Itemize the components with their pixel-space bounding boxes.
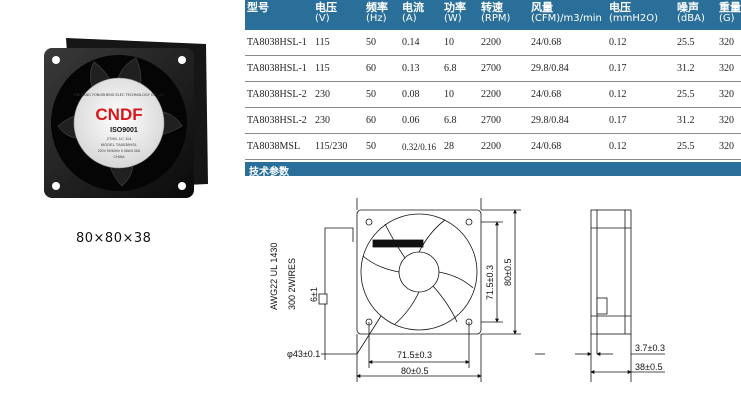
- label-line-3: 220V 50/60Hz 0.08A/0.06A: [98, 149, 141, 153]
- cell-power: 10: [442, 81, 479, 108]
- header-weight: 重量(G): [717, 0, 741, 30]
- depth-label: 38±0.5: [635, 362, 662, 372]
- table-row: TA8038HSL-2 230 60 0.06 6.8 2700 29.8/0.…: [245, 107, 741, 134]
- cell-current: 0.14: [400, 30, 442, 56]
- cell-airflow: 24/0.68: [529, 81, 607, 108]
- cell-speed: 2200: [479, 30, 529, 56]
- dimensions-caption: 80×80×38: [76, 231, 152, 246]
- cell-voltage: 115: [313, 30, 364, 56]
- cell-weight: 320: [717, 133, 741, 160]
- width-label: 80±0.5: [401, 366, 428, 376]
- cell-model: TA8038HSL-1: [245, 55, 313, 82]
- header-noise: 噪声(dBA): [675, 0, 717, 30]
- header-power: 功率(W): [442, 0, 479, 30]
- cell-pressure: 0.17: [607, 55, 675, 82]
- cell-voltage: 115: [313, 55, 364, 82]
- header-model: 型号: [245, 0, 313, 30]
- wire-length-label: 300 2WIRES: [287, 258, 297, 310]
- wire-label: AWG22 UL 1430: [269, 243, 279, 310]
- hole-diameter-label: φ43±0.1: [287, 349, 320, 359]
- cell-model: TA8038MSL: [245, 133, 313, 160]
- cell-model: TA8038HSL-2: [245, 107, 313, 134]
- hub-label: [73, 77, 165, 169]
- table-header-row: 型号 电压(V) 频率(Hz) 电流(A) 功率(W) 转速(RPM) 风量(C…: [245, 0, 741, 30]
- cell-model: TA8038HSL-1: [245, 30, 313, 56]
- cell-pressure: 0.17: [607, 107, 675, 134]
- header-airflow: 风量(CFM)/m3/min: [529, 0, 607, 30]
- header-voltage: 电压(V): [313, 0, 364, 30]
- cell-voltage: 230: [313, 107, 364, 134]
- cell-weight: 320: [717, 55, 741, 82]
- cell-power: 6.8: [442, 55, 479, 82]
- header-speed: 转速(RPM): [479, 0, 529, 30]
- hole-spacing-vertical-label: 71.5±0.3: [485, 265, 495, 300]
- cell-current: 0.06: [400, 107, 442, 134]
- brand-logo: CNDF: [95, 105, 142, 124]
- cell-current: 0.32/0.16: [400, 133, 442, 160]
- section-title: 技术参数: [249, 167, 289, 178]
- table-row: TA8038HSL-1 115 50 0.14 10 2200 24/0.68 …: [245, 30, 741, 56]
- fan-photo: CNDF ISO9001 ZHEJIANG YONGSHENG ELEC TEC…: [44, 38, 208, 198]
- table-row: TA8038HSL-2 230 50 0.08 10 2200 24/0.68 …: [245, 81, 741, 108]
- header-frequency: 频率(Hz): [364, 0, 400, 30]
- label-arc: ZHEJIANG YONGSHENG ELEC TECHNOLOGY CO.,L…: [74, 93, 165, 97]
- hole-spacing-horizontal-label: 71.5±0.3: [397, 350, 432, 360]
- cell-frequency: 50: [364, 81, 400, 108]
- cell-pressure: 0.12: [607, 133, 675, 160]
- table-row: TA8038HSL-1 115 60 0.13 6.8 2700 29.8/0.…: [245, 55, 741, 82]
- cell-weight: 320: [717, 107, 741, 134]
- cell-speed: 2700: [479, 107, 529, 134]
- cell-speed: 2700: [479, 55, 529, 82]
- cell-noise: 25.5: [675, 81, 717, 108]
- label-line-2: MODEL TA8038HSL: [101, 142, 138, 147]
- cell-frequency: 50: [364, 30, 400, 56]
- header-pressure: 电压(mmH2O): [607, 0, 675, 30]
- cell-airflow: 24/0.68: [529, 30, 607, 56]
- front-view-frame: [356, 209, 482, 335]
- technical-drawing: AWG22 UL 1430 300 2WIRES 6±1 φ43±0.1 71.…: [269, 198, 665, 382]
- cell-frequency: 60: [364, 107, 400, 134]
- cell-power: 28: [442, 133, 479, 160]
- cell-power: 10: [442, 30, 479, 56]
- fan-opening-circle: [360, 213, 478, 331]
- cell-weight: 320: [717, 30, 741, 56]
- label-line-1: ZTHIL 1C 114: [107, 136, 132, 141]
- cell-pressure: 0.12: [607, 30, 675, 56]
- table-row: TA8038MSL 115/230 50 0.32/0.16 28 2200 2…: [245, 133, 741, 160]
- cell-pressure: 0.12: [607, 81, 675, 108]
- cell-voltage: 115/230: [313, 133, 364, 160]
- cell-noise: 31.2: [675, 55, 717, 82]
- wire-tolerance-label: 6±1: [309, 287, 319, 302]
- cell-frequency: 60: [364, 55, 400, 82]
- cell-airflow: 24/0.68: [529, 133, 607, 160]
- cell-speed: 2200: [479, 133, 529, 160]
- header-current: 电流(A): [400, 0, 442, 30]
- cell-noise: 25.5: [675, 30, 717, 56]
- cell-power: 6.8: [442, 107, 479, 134]
- cell-current: 0.08: [400, 81, 442, 108]
- cell-speed: 2200: [479, 81, 529, 108]
- cell-airflow: 29.8/0.84: [529, 107, 607, 134]
- cell-current: 0.13: [400, 55, 442, 82]
- label-line-4: CHINA: [114, 155, 126, 159]
- section-bar: 技术参数: [245, 162, 741, 178]
- flange-thickness-label: 3.7±0.3: [635, 343, 665, 353]
- cell-frequency: 50: [364, 133, 400, 160]
- iso-mark: ISO9001: [110, 127, 138, 134]
- side-view-frame: [590, 209, 632, 335]
- cell-voltage: 230: [313, 81, 364, 108]
- cell-noise: 25.5: [675, 133, 717, 160]
- cell-airflow: 29.8/0.84: [529, 55, 607, 82]
- cell-weight: 320: [717, 81, 741, 108]
- spec-table: 型号 电压(V) 频率(Hz) 电流(A) 功率(W) 转速(RPM) 风量(C…: [245, 0, 741, 160]
- cell-noise: 31.2: [675, 107, 717, 134]
- height-label: 80±0.5: [503, 259, 513, 286]
- cell-model: TA8038HSL-2: [245, 81, 313, 108]
